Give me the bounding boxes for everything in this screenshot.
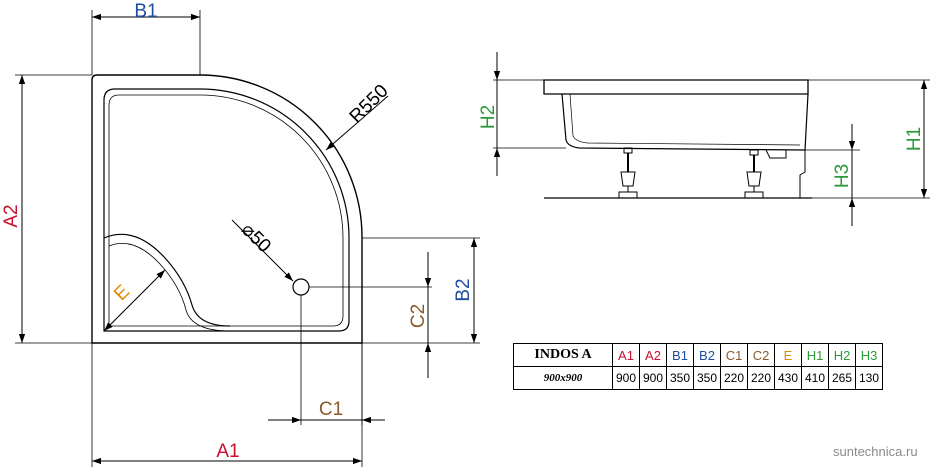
- top-view: [15, 10, 480, 467]
- value-h3: 130: [855, 366, 883, 390]
- dim-label-h1: H1: [904, 127, 925, 151]
- seat-outline: [103, 233, 231, 327]
- dim-label-drain: ⌀50: [237, 219, 275, 257]
- dim-label-h3: H3: [832, 164, 853, 188]
- header-c1: C1: [720, 343, 748, 367]
- watermark: suntechnica.ru: [833, 444, 918, 459]
- side-view: [493, 52, 930, 226]
- value-b2: 350: [693, 366, 721, 390]
- side-rim: [543, 79, 809, 95]
- side-body: [561, 93, 809, 151]
- dim-label-a1: A1: [216, 441, 239, 462]
- value-h2: 265: [828, 366, 856, 390]
- basin-rim: [108, 94, 344, 327]
- header-c2: C2: [747, 343, 775, 367]
- value-c2: 220: [747, 366, 775, 390]
- value-c1: 220: [720, 366, 748, 390]
- value-h1: 410: [801, 366, 829, 390]
- dim-label-c1: C1: [319, 399, 343, 420]
- header-h3: H3: [855, 343, 883, 367]
- value-e: 430: [774, 366, 802, 390]
- header-e: E: [774, 343, 802, 367]
- tray-outline: [91, 74, 363, 344]
- seat-rim: [108, 242, 231, 332]
- header-b2: B2: [693, 343, 721, 367]
- spec-table: INDOS A A1 A2 B1 B2 C1 C2 E H1 H2 H3 900…: [513, 343, 883, 390]
- side-skirt: [799, 150, 806, 198]
- spec-header-row: INDOS A A1 A2 B1 B2 C1 C2 E H1 H2 H3: [513, 343, 883, 367]
- leg-right: [744, 149, 764, 199]
- dim-label-h2: H2: [478, 105, 499, 129]
- spec-value-row: 900x900 900 900 350 350 220 220 430 410 …: [513, 366, 883, 390]
- dim-label-e: E: [110, 281, 134, 305]
- model-name: INDOS A: [513, 343, 613, 367]
- dim-label-a2: A2: [1, 204, 22, 227]
- model-size: 900x900: [513, 366, 613, 390]
- value-b1: 350: [666, 366, 694, 390]
- dim-label-b2: B2: [453, 278, 474, 301]
- header-b1: B1: [666, 343, 694, 367]
- leg-left: [618, 147, 638, 199]
- header-h1: H1: [801, 343, 829, 367]
- dim-label-radius: R550: [346, 81, 393, 128]
- value-a2: 900: [639, 366, 667, 390]
- basin-outline: [103, 88, 350, 332]
- value-a1: 900: [612, 366, 640, 390]
- header-a2: A2: [639, 343, 667, 367]
- dim-label-c2: C2: [408, 304, 429, 328]
- header-a1: A1: [612, 343, 640, 367]
- header-h2: H2: [828, 343, 856, 367]
- dim-label-b1: B1: [134, 1, 157, 22]
- drain-circle: [292, 278, 310, 296]
